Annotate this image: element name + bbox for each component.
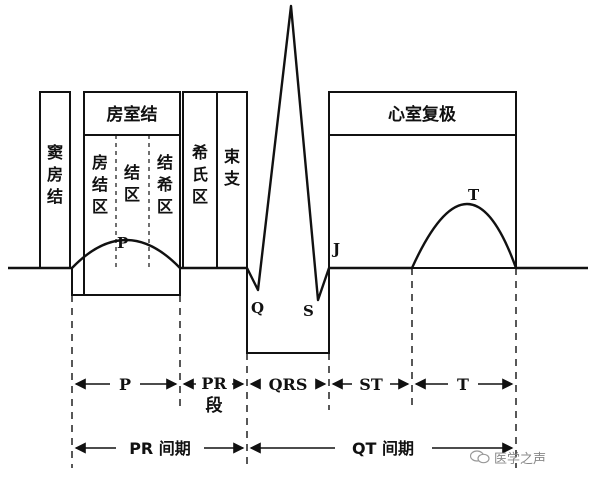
nodal-label-1: 结 <box>123 163 140 182</box>
st-interval-label: ST <box>359 375 383 394</box>
qrs-interval-label: QRS <box>269 375 308 394</box>
his-label-1: 希 <box>192 143 208 162</box>
t-wave-label: T <box>468 186 480 204</box>
atrio-nodal-label-1: 房 <box>92 153 108 172</box>
atrio-nodal-label-2: 结 <box>91 175 108 194</box>
his-label-3: 区 <box>192 187 208 206</box>
q-wave-label: Q <box>251 299 264 317</box>
ecg-trace <box>8 4 588 302</box>
watermark-text: 医学之声 <box>494 451 547 467</box>
interval-guides <box>71 268 517 468</box>
watermark: 医学之声 <box>470 446 592 468</box>
ventricular-repol-label: 心室复极 <box>388 104 456 125</box>
p-interval-label: P <box>119 375 131 394</box>
p-wave-label: P <box>117 234 128 252</box>
av-node-label: 房室结 <box>107 104 158 125</box>
ventricular-repol-box <box>328 91 517 269</box>
bundle-label-1: 束 <box>224 147 241 166</box>
j-point-label: J <box>331 240 340 258</box>
interval-row-1: P PR 段 QRS ST T <box>74 374 514 416</box>
atrio-nodal-label-3: 区 <box>92 197 108 216</box>
qrs-bracket <box>246 268 330 354</box>
nodo-his-label-3: 区 <box>157 197 173 216</box>
nodo-his-label-2: 希 <box>157 175 173 194</box>
p-bracket <box>71 268 181 296</box>
conduction-boxes: 窦 房 结 房室结 房 结 区 结 区 结 希 区 希 氏 区 束 支 心室复极 <box>39 91 517 296</box>
pr-segment-label-2: 段 <box>206 395 223 416</box>
nodal-label-2: 区 <box>124 185 140 204</box>
t-interval-label: T <box>457 375 469 394</box>
s-wave-label: S <box>303 302 314 320</box>
wechat-icon <box>470 450 490 464</box>
his-label-2: 氏 <box>192 165 208 184</box>
pr-interval-label: PR 间期 <box>129 439 191 458</box>
sa-node-label-2: 房 <box>47 165 63 184</box>
interval-row-2: PR 间期 QT 间期 <box>74 439 514 458</box>
qt-interval-label: QT 间期 <box>352 439 414 458</box>
sa-node-label-1: 窦 <box>47 143 63 162</box>
sa-node-label-3: 结 <box>46 187 63 206</box>
bundle-label-2: 支 <box>223 169 241 188</box>
nodo-his-label-1: 结 <box>156 153 173 172</box>
pr-segment-label-1: PR <box>201 374 227 393</box>
